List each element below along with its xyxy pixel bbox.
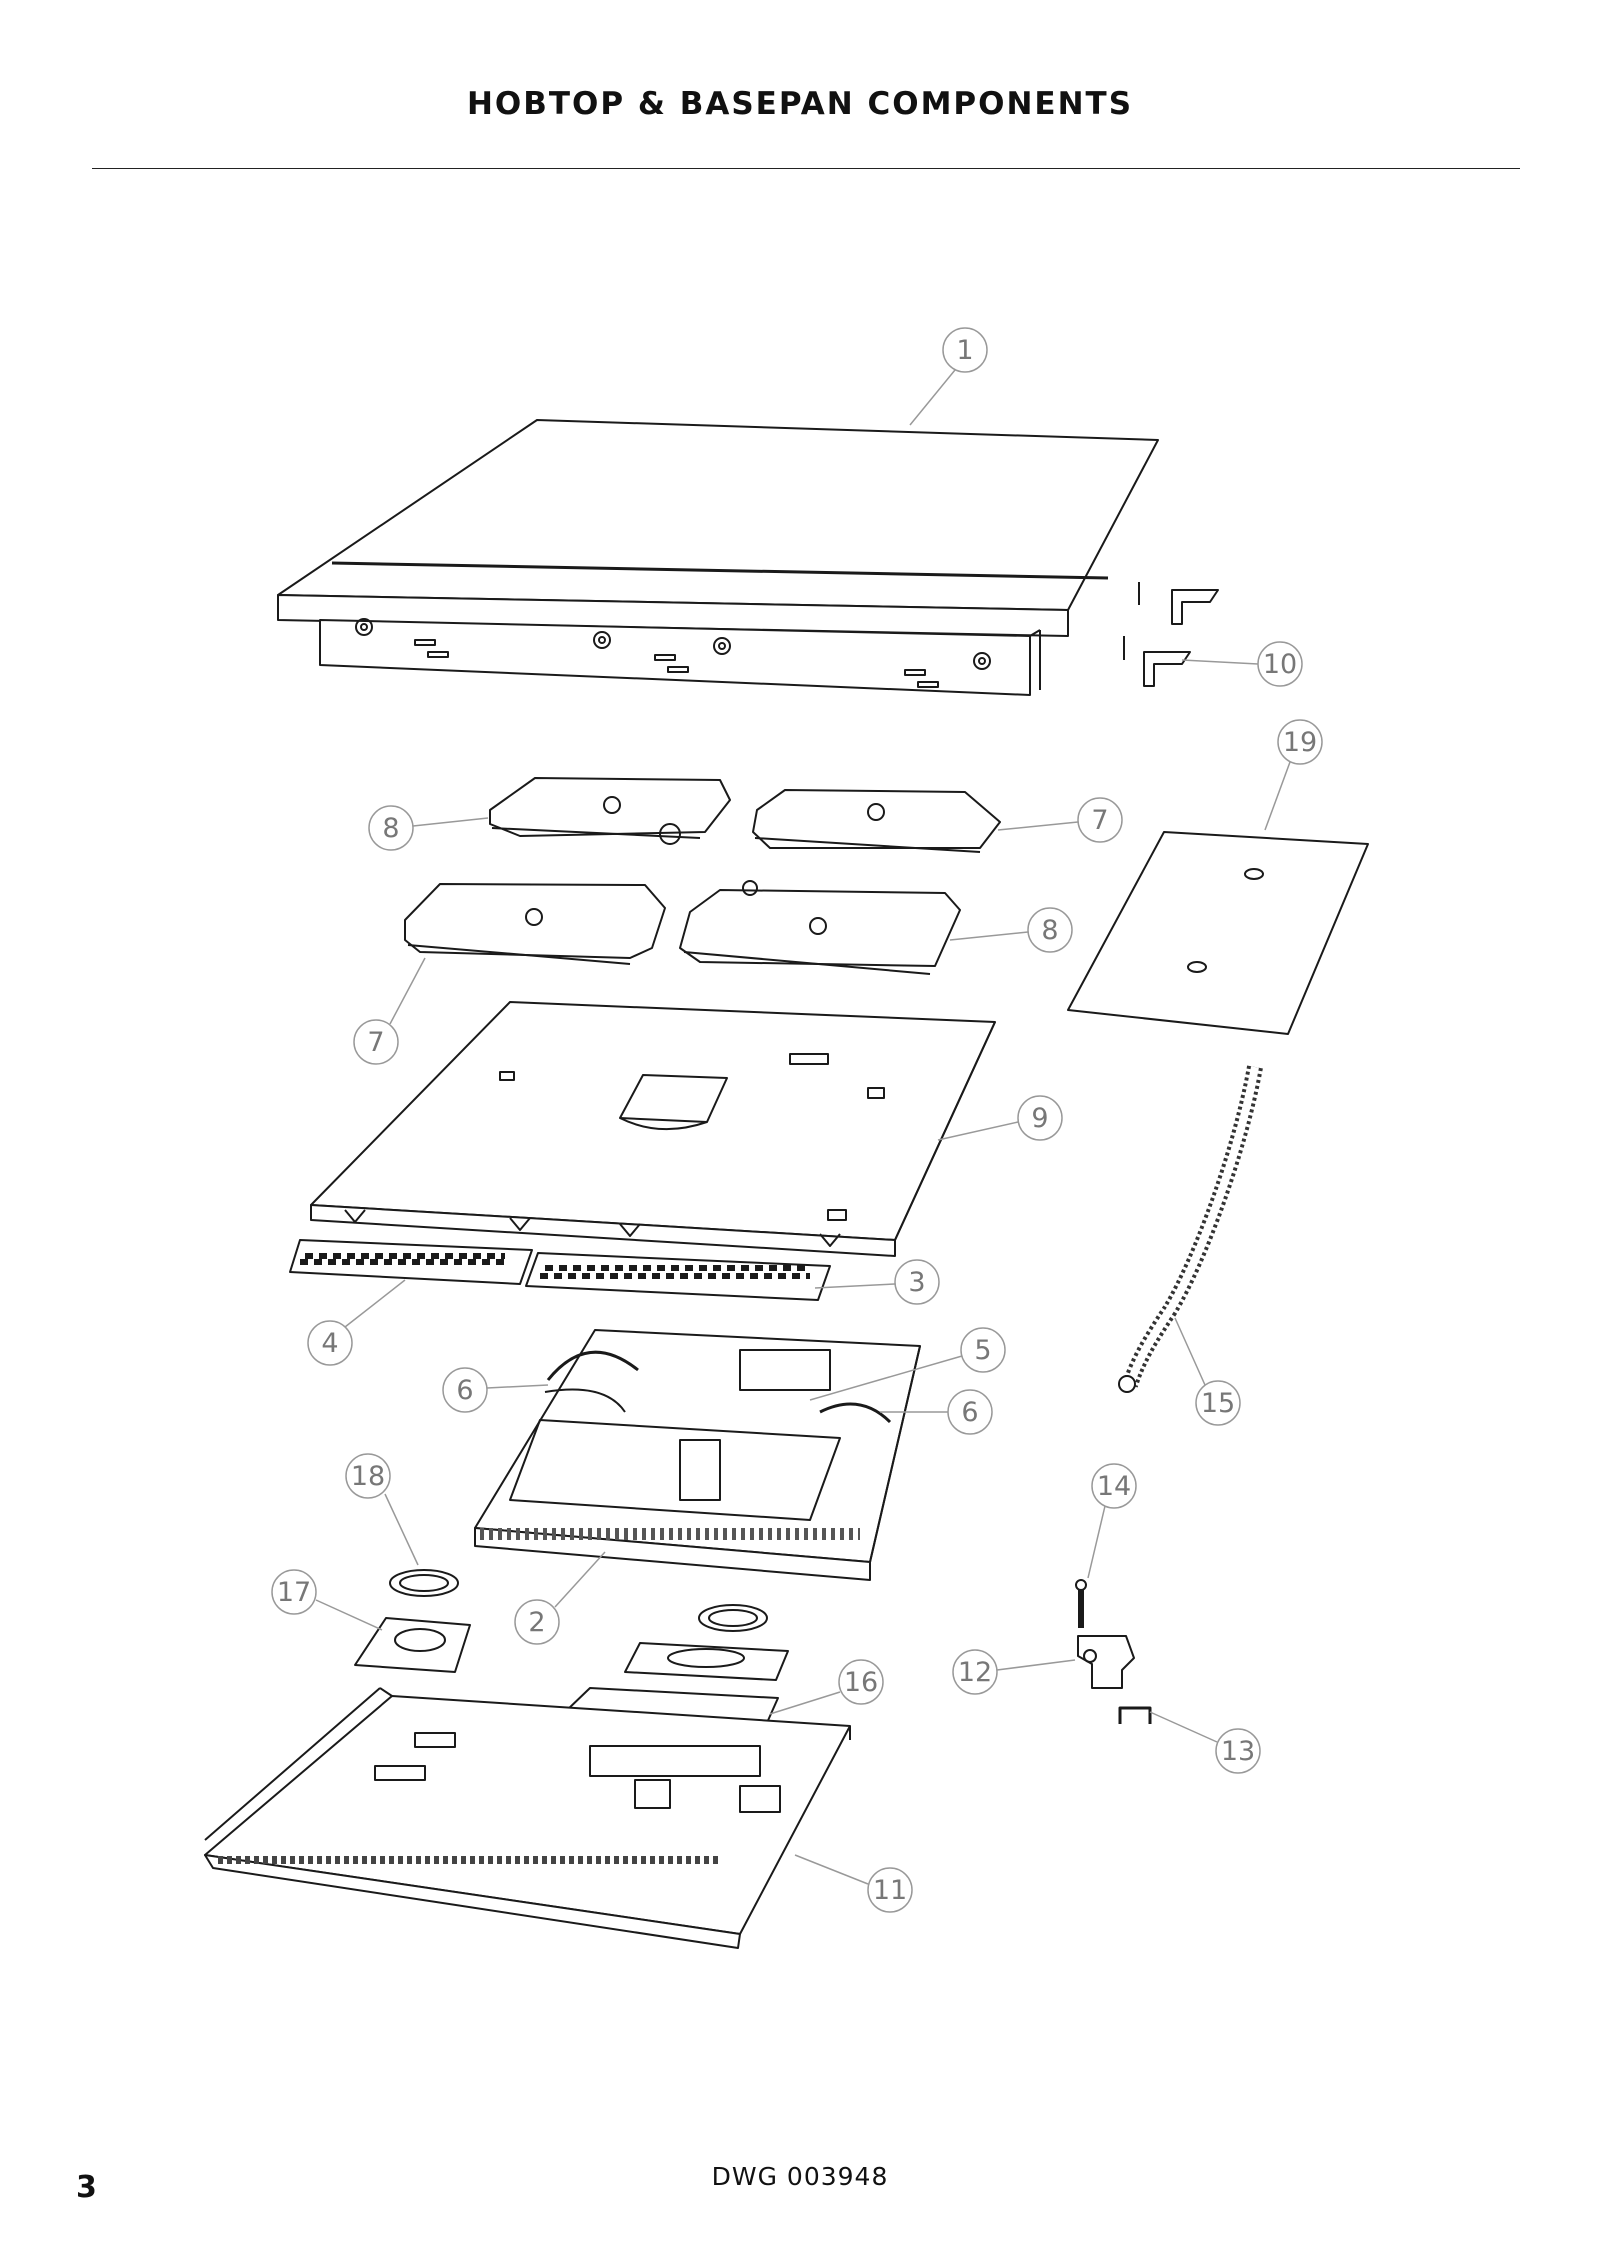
screw-part bbox=[1075, 1579, 1087, 1628]
callout-18: 18 bbox=[345, 1453, 419, 1566]
svg-text:8: 8 bbox=[382, 813, 399, 844]
svg-text:14: 14 bbox=[1097, 1471, 1131, 1502]
svg-text:6: 6 bbox=[961, 1397, 978, 1428]
svg-text:7: 7 bbox=[1091, 805, 1108, 836]
induction-coil-front-left bbox=[404, 883, 666, 965]
fan-cover-plate-part bbox=[354, 1617, 471, 1673]
svg-text:6: 6 bbox=[456, 1375, 473, 1406]
cooling-fan-right bbox=[819, 1402, 892, 1424]
svg-text:4: 4 bbox=[321, 1328, 338, 1359]
callout-15: 15 bbox=[1174, 1317, 1241, 1426]
gasket-ring-part bbox=[389, 1569, 459, 1597]
callout-1: 1 bbox=[909, 327, 988, 426]
svg-text:17: 17 bbox=[277, 1577, 311, 1608]
callout-6-left: 6 bbox=[442, 1367, 549, 1413]
base-pan-part bbox=[204, 1687, 851, 1949]
callout-6-right: 6 bbox=[880, 1389, 993, 1435]
drawing-number: DWG 003948 bbox=[711, 2162, 889, 2191]
pcb-board-right bbox=[525, 1252, 831, 1301]
svg-text:5: 5 bbox=[974, 1335, 991, 1366]
callout-19: 19 bbox=[1264, 719, 1323, 831]
callout-8-upper: 8 bbox=[368, 805, 489, 851]
hobtop-glass-part bbox=[277, 419, 1159, 696]
induction-coil-rear-left bbox=[489, 777, 731, 845]
callout-3: 3 bbox=[814, 1259, 940, 1305]
svg-text:13: 13 bbox=[1221, 1736, 1255, 1767]
callout-11: 11 bbox=[794, 1854, 913, 1913]
svg-text:10: 10 bbox=[1263, 649, 1297, 680]
svg-text:7: 7 bbox=[367, 1027, 384, 1058]
svg-text:12: 12 bbox=[958, 1657, 992, 1688]
callout-7-lower: 7 bbox=[353, 957, 426, 1065]
svg-text:15: 15 bbox=[1201, 1388, 1235, 1419]
cooling-fan-left bbox=[544, 1350, 639, 1413]
callout-9: 9 bbox=[937, 1095, 1063, 1141]
callout-17: 17 bbox=[271, 1569, 383, 1631]
page-title: HOBTOP & BASEPAN COMPONENTS bbox=[466, 86, 1134, 122]
callout-8-lower: 8 bbox=[949, 907, 1073, 953]
u-clip-part bbox=[1118, 1706, 1152, 1724]
svg-text:9: 9 bbox=[1031, 1103, 1048, 1134]
insulation-sheet-part bbox=[1067, 831, 1369, 1035]
callout-12: 12 bbox=[952, 1649, 1076, 1695]
chassis-frame-part bbox=[474, 1329, 921, 1581]
svg-text:3: 3 bbox=[908, 1267, 925, 1298]
callout-13: 13 bbox=[1149, 1711, 1261, 1774]
terminal-block-part bbox=[1077, 1635, 1135, 1689]
callout-5: 5 bbox=[809, 1327, 1006, 1401]
callout-7-upper: 7 bbox=[997, 797, 1123, 843]
svg-text:16: 16 bbox=[844, 1667, 878, 1698]
callout-10: 10 bbox=[1181, 641, 1303, 687]
svg-text:19: 19 bbox=[1283, 727, 1317, 758]
svg-text:18: 18 bbox=[351, 1461, 385, 1492]
callout-4: 4 bbox=[307, 1279, 406, 1366]
svg-text:2: 2 bbox=[528, 1607, 545, 1638]
pcb-board-left bbox=[289, 1239, 533, 1285]
svg-text:11: 11 bbox=[873, 1875, 907, 1906]
svg-text:1: 1 bbox=[956, 335, 973, 366]
coil-support-plate-part bbox=[310, 1001, 996, 1257]
page-number: 3 bbox=[76, 2170, 97, 2205]
svg-text:8: 8 bbox=[1041, 915, 1058, 946]
fan-cover-part bbox=[564, 1604, 789, 1726]
clamp-bracket-part bbox=[1123, 582, 1219, 687]
callout-2: 2 bbox=[514, 1551, 606, 1645]
induction-coil-front-right bbox=[679, 880, 961, 975]
callout-16: 16 bbox=[769, 1659, 884, 1715]
callout-14: 14 bbox=[1087, 1463, 1137, 1579]
induction-coil-rear-right bbox=[752, 789, 1001, 853]
power-cable-part bbox=[1118, 1065, 1263, 1393]
title-divider bbox=[92, 168, 1520, 169]
